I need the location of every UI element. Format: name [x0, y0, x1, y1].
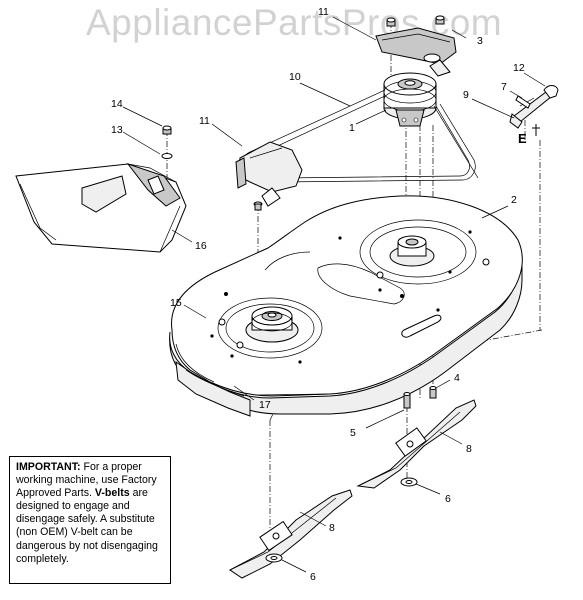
callout-1: 1 [349, 122, 355, 134]
upper-belt-guard [375, 27, 457, 77]
callout-11-upper: 11 [318, 6, 329, 18]
right-spindle-housing [389, 235, 435, 267]
clutch-pulley [383, 72, 437, 127]
note-text-2: are designed to engage and disengage saf… [16, 487, 158, 565]
callout-4: 4 [454, 372, 460, 384]
left-blade [229, 489, 353, 579]
right-blade [356, 399, 477, 489]
lower-guard-bolt [253, 201, 263, 211]
callout-17: 17 [259, 399, 271, 411]
marker-e: E [518, 131, 527, 146]
discharge-chute [15, 163, 187, 253]
callout-2: 2 [511, 194, 517, 206]
guard-nut [386, 15, 445, 27]
lever-assembly [509, 85, 559, 129]
deck-bolts [403, 386, 437, 409]
callout-14: 14 [111, 98, 123, 110]
important-note: IMPORTANT: For a proper working machine,… [9, 456, 171, 584]
callout-5: 5 [350, 427, 356, 439]
callout-10: 10 [289, 71, 301, 83]
callout-8-upper: 8 [466, 443, 472, 455]
callout-11-lower: 11 [199, 115, 210, 127]
callout-9: 9 [463, 89, 469, 101]
callout-16: 16 [195, 240, 207, 252]
note-text-1: For a proper working machine, use Factor… [16, 461, 157, 500]
callout-8-lower: 8 [329, 522, 335, 534]
right-blade-washer-hole [405, 480, 413, 484]
lower-belt-guard [235, 141, 303, 207]
marker-dagger [532, 124, 540, 136]
chute-bolt-washer [161, 125, 173, 159]
left-blade-washer-hole [270, 556, 278, 560]
left-spindle-pulley [245, 306, 299, 343]
note-vbelts-label: V-belts [94, 487, 130, 500]
leader-lines [122, 16, 546, 573]
callout-labels: 11 3 10 12 7 9 1 14 13 11 2 16 15 4 17 5… [111, 6, 525, 583]
callout-6-lower: 6 [310, 571, 316, 583]
callout-15: 15 [170, 297, 182, 309]
callout-12: 12 [513, 62, 525, 74]
callout-7: 7 [501, 81, 507, 93]
note-important-label: IMPORTANT: [16, 461, 81, 473]
callout-3: 3 [477, 35, 483, 47]
mower-deck [169, 195, 523, 417]
callout-13: 13 [111, 124, 123, 136]
callout-6-upper: 6 [445, 493, 451, 505]
